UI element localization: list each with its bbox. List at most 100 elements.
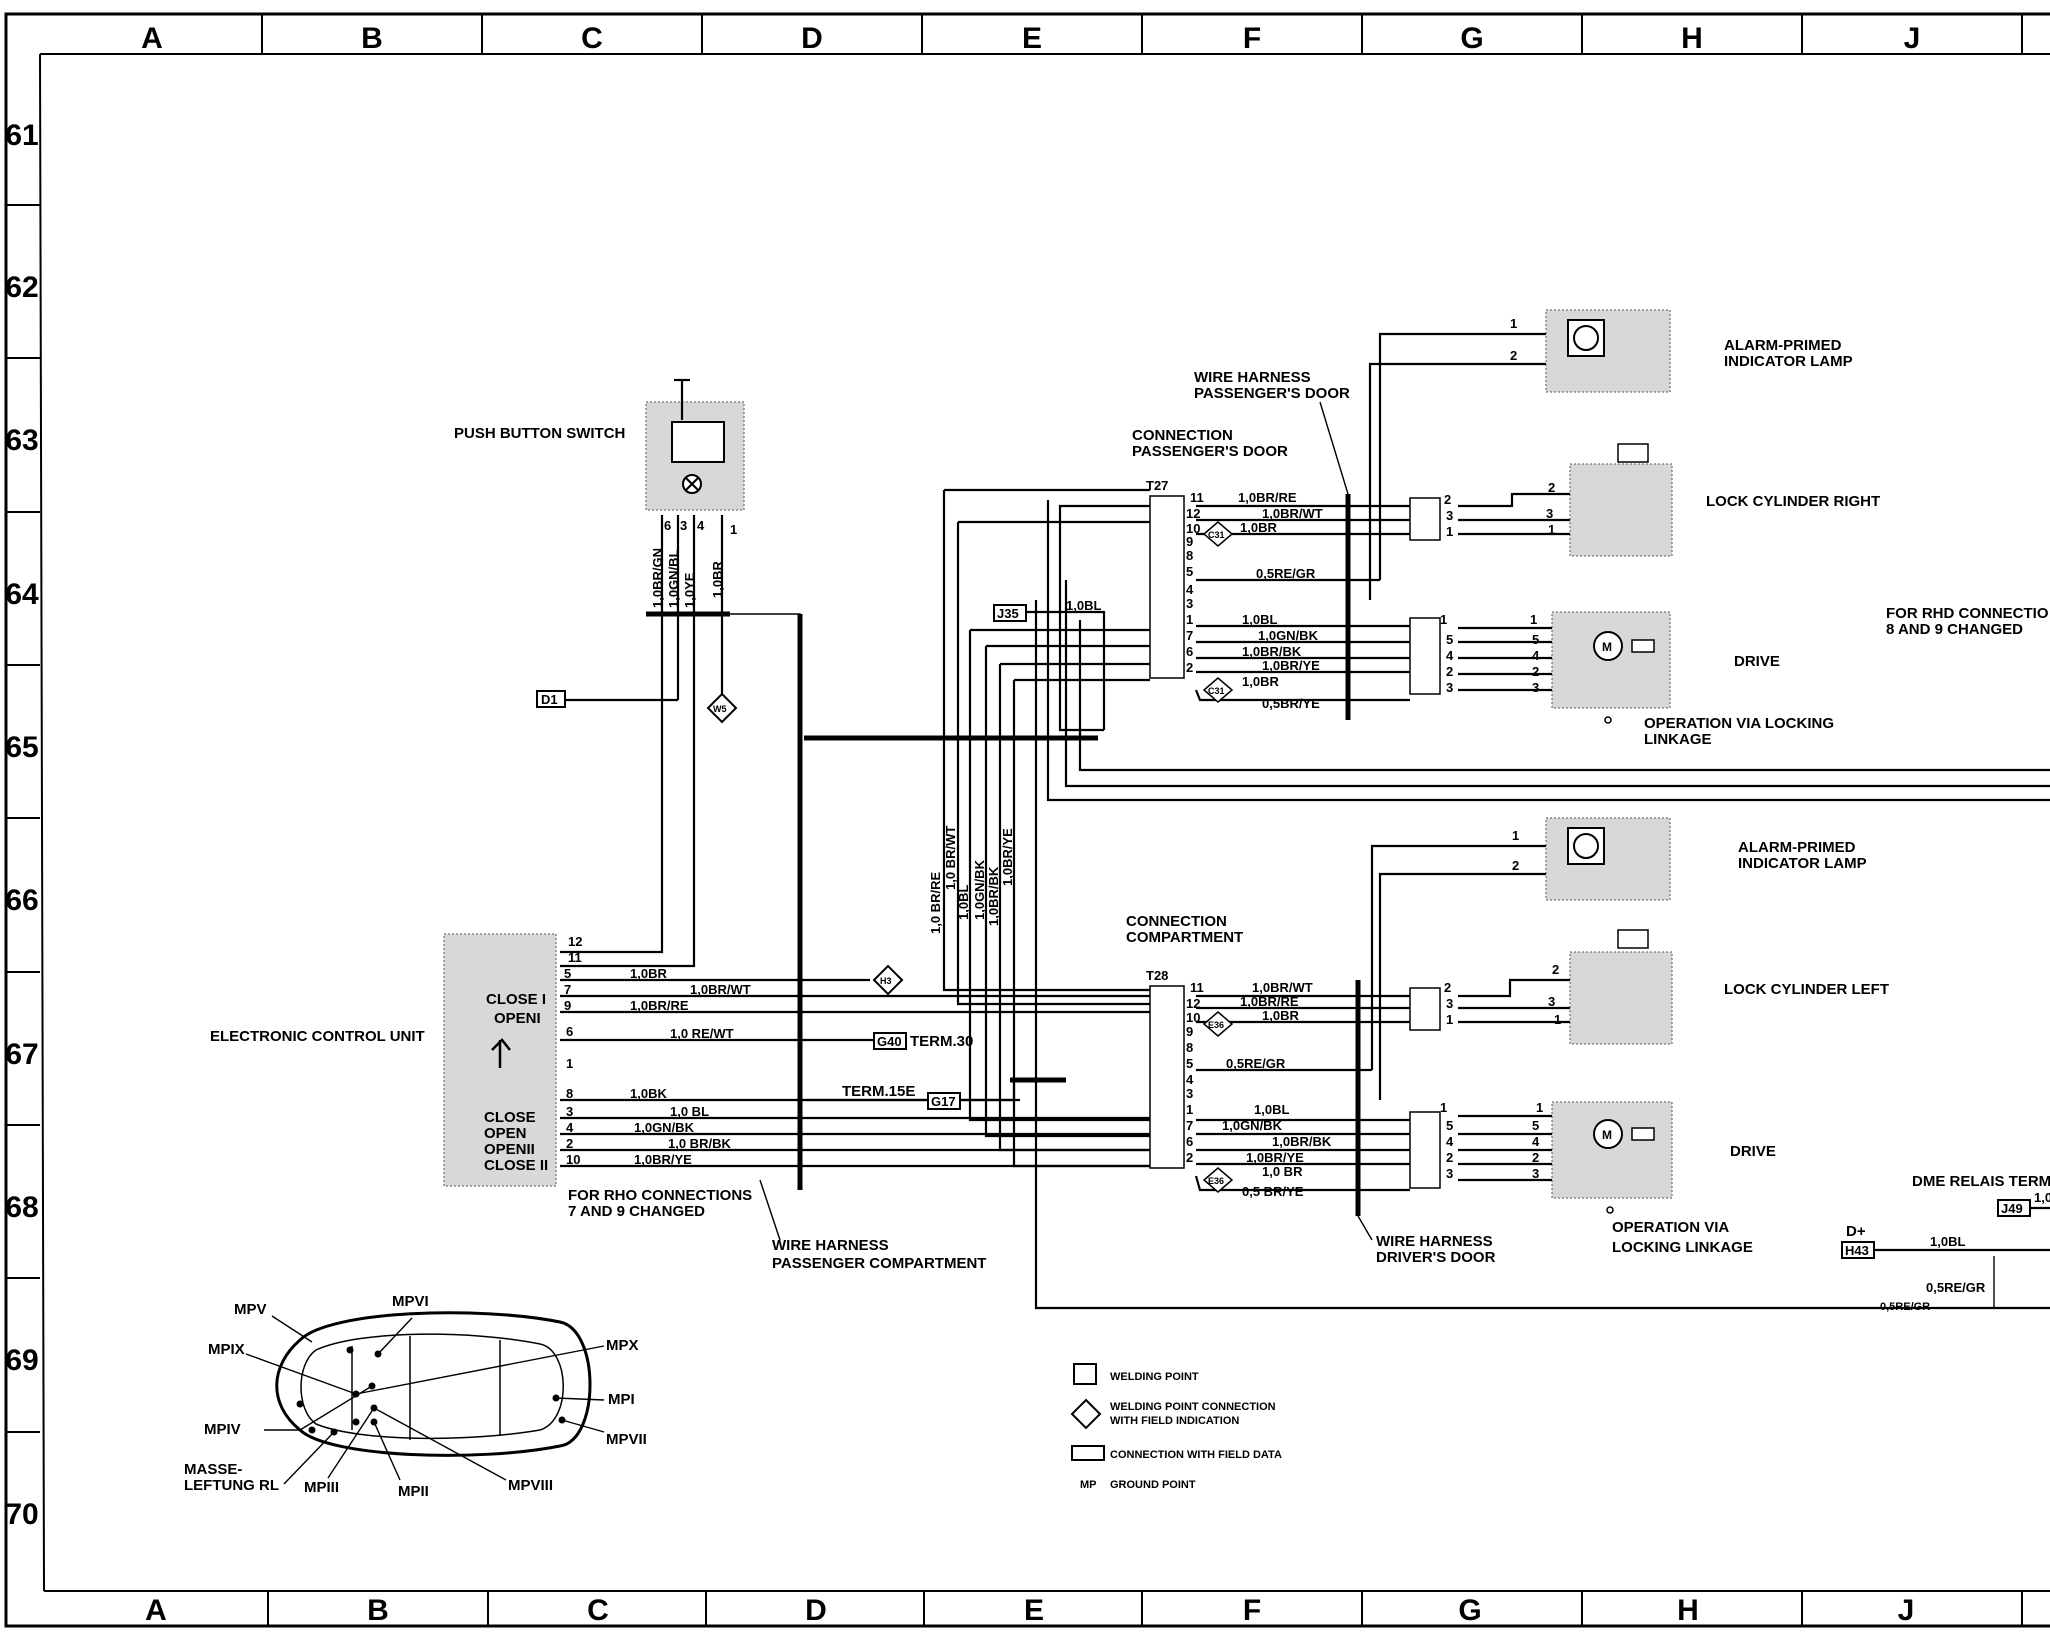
gp-mpviii: MPVIII xyxy=(508,1477,553,1494)
drive-r-pin-4: 4 xyxy=(1532,648,1540,663)
grid-frame: A B C D E F G H J A B C D E F G H J 61 6… xyxy=(4,12,2050,1628)
col-h-label-bottom: H xyxy=(1677,1594,1699,1627)
t27-pin-3: 3 xyxy=(1186,596,1193,611)
t28-pin-4: 4 xyxy=(1186,1072,1194,1087)
plug-block-dd-a: 2 3 1 xyxy=(1409,980,1453,1031)
drive-r-pin-3: 3 xyxy=(1532,680,1539,695)
plug-pd-a-1: 1 xyxy=(1446,524,1453,539)
alarm-r-label-1: ALARM-PRIMED xyxy=(1724,337,1842,354)
connector-j49-label: J49 xyxy=(2001,1201,2023,1216)
plug-pd-b-3: 3 xyxy=(1446,680,1453,695)
connector-d1: D1 xyxy=(536,690,678,708)
dme-relais-label: DME RELAIS TERM xyxy=(1912,1173,2050,1190)
car-ground-points: MPV MPVI MPIX MPX MPI MPIV MPVII MASSE- … xyxy=(184,1293,647,1500)
col-a-label-bottom: A xyxy=(145,1594,167,1627)
row-70-label: 70 xyxy=(5,1498,38,1531)
drive-r-label: DRIVE xyxy=(1734,653,1780,670)
conn-pd-label-1: CONNECTION xyxy=(1132,427,1233,444)
op-l-label-1: OPERATION VIA xyxy=(1612,1219,1729,1236)
sw-pin-1: 1 xyxy=(730,522,737,537)
ecu-pin-12: 12 xyxy=(568,934,582,949)
col-b-label: B xyxy=(361,22,383,55)
drive-r-pin-2: 2 xyxy=(1532,664,1539,679)
wire-ecu-8: 1,0BK xyxy=(630,1086,667,1101)
conn-cc-label-1: CONNECTION xyxy=(1126,913,1227,930)
plug-dd-b-2: 2 xyxy=(1446,1150,1453,1165)
wire-ecu-3: 1,0 BL xyxy=(670,1104,709,1119)
lamp-r-pin-2: 2 xyxy=(1510,348,1517,363)
t28-label: T28 xyxy=(1146,968,1168,983)
dme-relais-area: DME RELAIS TERM J49 1,0 D+ H43 1,0BL 0,5… xyxy=(1034,600,2050,1313)
plug-dd-b-4: 4 xyxy=(1446,1134,1454,1149)
sw-pin-6: 6 xyxy=(664,518,671,533)
svg-text:M: M xyxy=(1602,1128,1612,1142)
wire-pd-7: 1,0GN/BK xyxy=(1258,628,1319,643)
wire-h43: 1,0BL xyxy=(1930,1234,1965,1249)
wire-v5: 1,0BR/BK xyxy=(986,866,1001,926)
t28-pin-3: 3 xyxy=(1186,1086,1193,1101)
harness-drivers-door: WIRE HARNESS DRIVER'S DOOR xyxy=(1355,980,1496,1266)
ecu-label: ELECTRONIC CONTROL UNIT xyxy=(210,1028,425,1045)
legend-conn-field: CONNECTION WITH FIELD DATA xyxy=(1110,1449,1282,1461)
wire-pd-12: 1,0BR/WT xyxy=(1262,506,1323,521)
ecu-close1-label: CLOSE I xyxy=(486,991,546,1008)
plug-block-pd-a: 2 3 1 xyxy=(1409,492,1453,541)
harness-dd-label-1: WIRE HARNESS xyxy=(1376,1233,1493,1250)
drive-l-pin-5: 5 xyxy=(1532,1118,1539,1133)
wire-v4: 1,0GN/BK xyxy=(972,859,987,920)
plug-pd-b-5: 5 xyxy=(1446,632,1453,647)
wire-sw-2: 1,0GN/BL xyxy=(666,549,681,608)
drive-l-label: DRIVE xyxy=(1730,1143,1776,1160)
row-64-label: 64 xyxy=(5,578,39,611)
connector-g17-label: G17 xyxy=(931,1094,956,1109)
harness-pd-label-1: WIRE HARNESS xyxy=(1194,369,1311,386)
lock-l-pin-2: 2 xyxy=(1552,962,1559,977)
gp-mpix: MPIX xyxy=(208,1341,245,1358)
harness-passenger-compartment: WIRE HARNESS PASSENGER COMPARTMENT xyxy=(759,614,986,1272)
t27-pin-2: 2 xyxy=(1186,660,1193,675)
harness-dd-label-2: DRIVER'S DOOR xyxy=(1376,1249,1496,1266)
sw-pin-3: 3 xyxy=(680,518,687,533)
legend: WELDING POINT WELDING POINT CONNECTION W… xyxy=(1070,1363,1282,1491)
diamond-w5: W5 xyxy=(706,692,738,724)
wire-j49: 1,0 xyxy=(2034,1190,2050,1205)
diamond-h3-label: H3 xyxy=(880,976,892,986)
plug-pd-b-4: 4 xyxy=(1446,648,1454,663)
wire-cc-7: 1,0GN/BK xyxy=(1222,1118,1283,1133)
wire-cc-6: 1,0BR/BK xyxy=(1272,1134,1332,1149)
term15e-label: TERM.15E xyxy=(842,1083,915,1100)
wire-cc-x: 0,5 BR/YE xyxy=(1242,1184,1304,1199)
ecu-pin-4: 4 xyxy=(566,1120,574,1135)
drive-l-pin-3: 3 xyxy=(1532,1166,1539,1181)
wire-ecu-9: 1,0BR/RE xyxy=(630,998,689,1013)
col-e-label-bottom: E xyxy=(1024,1594,1044,1627)
badge-c31-b: C31 xyxy=(1202,677,1234,703)
ecu-close2-label: CLOSE II xyxy=(484,1157,548,1174)
gp-masse-1: MASSE- xyxy=(184,1461,242,1478)
t27-pin-1: 1 xyxy=(1186,612,1193,627)
lamp-l-pin-1: 1 xyxy=(1512,828,1519,843)
electronic-control-unit: ELECTRONIC CONTROL UNIT CLOSE I OPENI CL… xyxy=(210,933,1150,1220)
gp-mpiv: MPIV xyxy=(204,1421,241,1438)
gp-mpv: MPV xyxy=(234,1301,267,1318)
ecu-pin-5: 5 xyxy=(564,966,571,981)
harness-pd-label-2: PASSENGER'S DOOR xyxy=(1194,385,1350,402)
drive-left: M 1 5 4 2 3 DRIVE OPERATION VIA LOCKING … xyxy=(1458,1100,1776,1256)
wire-re-gr-2: 0,5RE/GR xyxy=(1880,1301,1930,1313)
col-e-label: E xyxy=(1022,22,1042,55)
gp-mpii: MPII xyxy=(398,1483,429,1500)
col-g-label: G xyxy=(1460,22,1483,55)
drive-l-pin-4: 4 xyxy=(1532,1134,1540,1149)
connector-g17: TERM.15E G17 xyxy=(806,1080,1016,1110)
vertical-bundle: 1,0 BR/RE 1,0 BR/WT 1,0BL 1,0GN/BK 1,0BR… xyxy=(804,490,1150,1168)
wire-ecu-5: 1,0BR xyxy=(630,966,667,981)
alarm-lamp-right: 1 2 ALARM-PRIMED INDICATOR LAMP xyxy=(1368,309,1853,600)
harness-pc-label-2: PASSENGER COMPARTMENT xyxy=(772,1255,986,1272)
badge-c31-a: C31 xyxy=(1202,521,1234,547)
wire-cc-12: 1,0BR/RE xyxy=(1240,994,1299,1009)
wire-sw-4: 1,0BR xyxy=(710,561,725,598)
col-f-label-bottom: F xyxy=(1243,1594,1261,1627)
t27-pin-10: 10 xyxy=(1186,521,1200,536)
ecu-pin-10: 10 xyxy=(566,1152,580,1167)
